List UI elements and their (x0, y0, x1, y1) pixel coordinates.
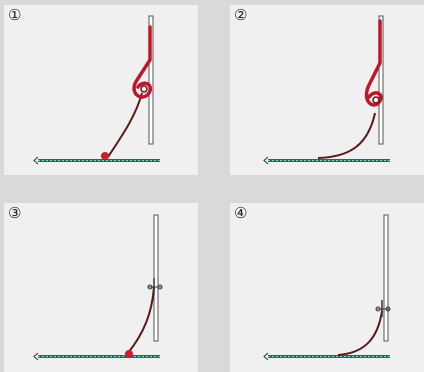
base-plate (263, 352, 390, 361)
wall-panel (383, 214, 389, 342)
anchor-dot (101, 152, 109, 160)
step-3-diagram (33, 214, 163, 361)
step-4-number: ④ (234, 204, 248, 222)
step-4-diagram (263, 214, 391, 361)
hook-pin (140, 85, 148, 93)
flashing-hook (132, 25, 152, 99)
step-1-diagram (33, 15, 160, 165)
cable (317, 112, 376, 159)
cable (127, 286, 155, 354)
step-1-panel: ① (4, 5, 198, 175)
cable (337, 310, 383, 356)
step-2-panel: ② (230, 5, 424, 175)
hook-pin (372, 96, 380, 104)
step-4-panel: ④ (230, 203, 424, 372)
wall-panel (148, 15, 154, 145)
cable (107, 92, 143, 158)
step-2-diagram (263, 15, 390, 165)
clip-fastener (147, 278, 163, 295)
step-1-number: ① (8, 6, 22, 24)
clip-fastener (375, 300, 391, 317)
anchor-dot (125, 350, 133, 358)
base-plate (33, 352, 160, 361)
flashing-hook (364, 19, 383, 107)
step-2-number: ② (234, 6, 248, 24)
base-plate (263, 156, 390, 165)
step-3-number: ③ (8, 204, 22, 222)
wall-panel (378, 15, 384, 145)
base-plate (33, 156, 160, 165)
step-3-panel: ③ (4, 203, 198, 372)
